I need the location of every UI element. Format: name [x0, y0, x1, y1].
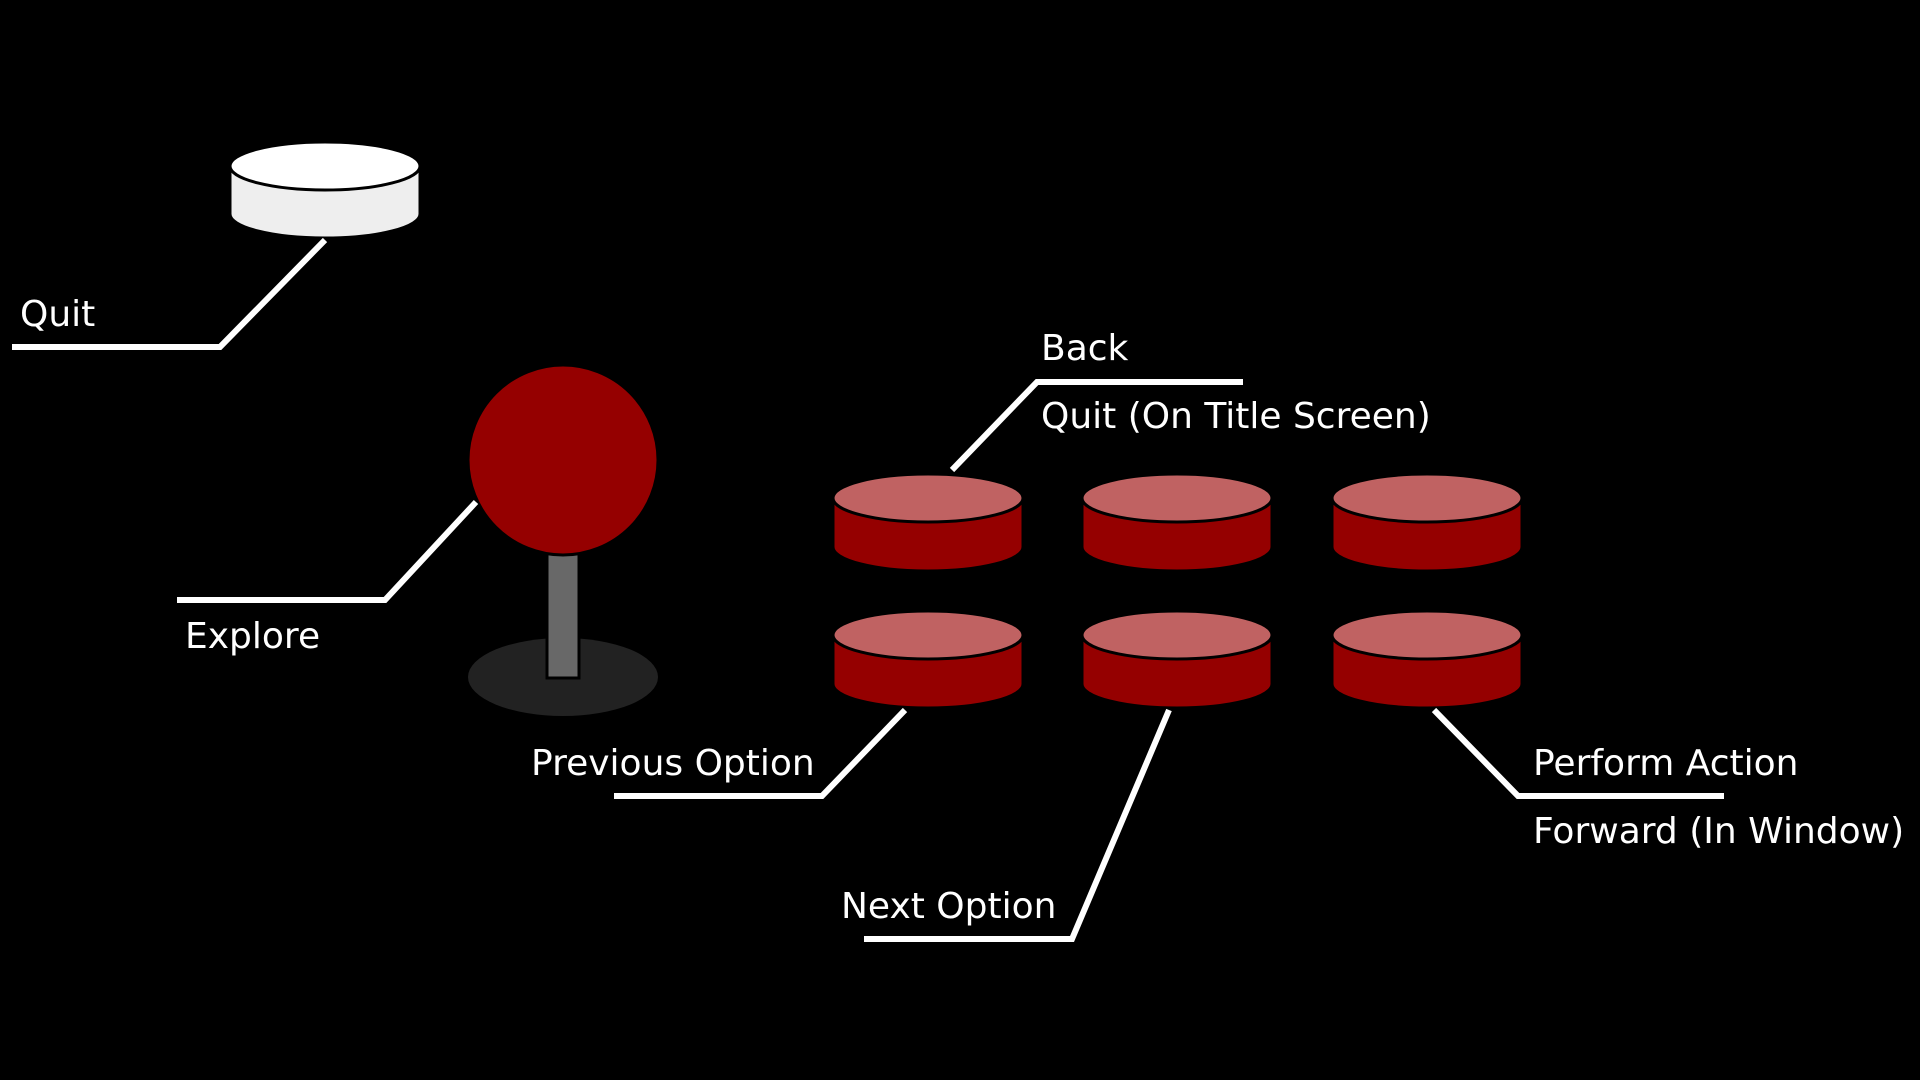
red-button-top-left: [831, 472, 1025, 573]
quit-button-top: [228, 140, 422, 192]
joystick-icon: [466, 363, 660, 716]
button-top: [1080, 609, 1274, 661]
forward-in-window-label: Forward (In Window): [1533, 811, 1904, 852]
red-button-bottom-left: [831, 609, 1025, 710]
perform-action-label: Perform Action: [1533, 743, 1799, 784]
explore-label: Explore: [185, 616, 320, 657]
joystick-ball: [466, 363, 660, 557]
red-button-bottom-right: [1330, 609, 1524, 710]
button-top: [1080, 472, 1274, 524]
previous-option-leader-line: [614, 707, 908, 799]
button-top: [831, 609, 1025, 661]
quit-button-icon: [228, 140, 422, 240]
previous-option-label: Previous Option: [531, 743, 815, 784]
back-leader-line: [949, 379, 1243, 473]
quit-label: Quit: [20, 294, 95, 335]
back-label: Back: [1041, 328, 1129, 369]
button-top: [1330, 609, 1524, 661]
button-top: [1330, 472, 1524, 524]
joystick-shaft: [545, 546, 581, 680]
next-option-leader-line: [864, 708, 1172, 942]
quit-title-screen-label: Quit (On Title Screen): [1041, 396, 1431, 437]
red-button-top-middle: [1080, 472, 1274, 573]
explore-leader-line: [177, 499, 479, 603]
red-button-bottom-middle: [1080, 609, 1274, 710]
perform-action-leader-line: [1431, 707, 1724, 799]
button-top: [831, 472, 1025, 524]
red-button-top-right: [1330, 472, 1524, 573]
next-option-label: Next Option: [841, 886, 1056, 927]
quit-leader-line: [12, 237, 328, 350]
